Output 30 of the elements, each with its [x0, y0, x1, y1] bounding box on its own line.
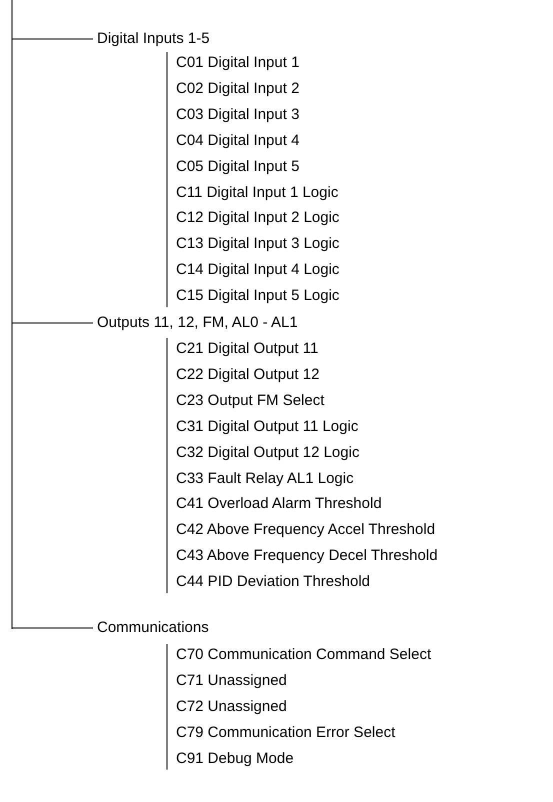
branch-line — [12, 322, 94, 324]
parameter-label: C91 Debug Mode — [176, 750, 294, 768]
parameter-label: C70 Communication Command Select — [176, 646, 432, 664]
parameter-label: C15 Digital Input 5 Logic — [176, 287, 340, 306]
branch-line — [12, 38, 94, 40]
parameter-label: C13 Digital Input 3 Logic — [176, 235, 340, 254]
parameter-label: C14 Digital Input 4 Logic — [176, 261, 340, 280]
parameter-label: C04 Digital Input 4 — [176, 132, 300, 150]
parameter-label: C72 Unassigned — [176, 698, 287, 716]
group-heading: Digital Inputs 1-5 — [97, 30, 210, 48]
parameter-label: C01 Digital Input 1 — [176, 54, 300, 72]
parameter-label: C32 Digital Output 12 Logic — [176, 444, 360, 462]
parameter-label: C71 Unassigned — [176, 672, 287, 690]
parameter-label: C11 Digital Input 1 Logic — [176, 184, 338, 202]
parameter-label: C02 Digital Input 2 — [176, 80, 300, 98]
parameter-label: C21 Digital Output 11 — [176, 340, 318, 358]
parameter-label: C79 Communication Error Select — [176, 724, 396, 742]
parameter-label: C03 Digital Input 3 — [176, 106, 300, 124]
parameter-label: C43 Above Frequency Decel Threshold — [176, 547, 438, 566]
parameter-label: C42 Above Frequency Accel Threshold — [176, 521, 436, 540]
parameter-label: C33 Fault Relay AL1 Logic — [176, 470, 354, 488]
parameter-label: C05 Digital Input 5 — [176, 158, 300, 176]
parameter-label: C44 PID Deviation Threshold — [176, 573, 370, 592]
parameter-label: C12 Digital Input 2 Logic — [176, 209, 340, 228]
parameter-label: C23 Output FM Select — [176, 392, 324, 410]
parameter-label: C22 Digital Output 12 — [176, 366, 320, 384]
group-heading: Outputs 11, 12, FM, AL0 - AL1 — [97, 314, 298, 332]
group-heading: Communications — [97, 619, 209, 637]
parameter-label: C41 Overload Alarm Threshold — [176, 495, 382, 514]
parameter-label: C31 Digital Output 11 Logic — [176, 418, 358, 436]
